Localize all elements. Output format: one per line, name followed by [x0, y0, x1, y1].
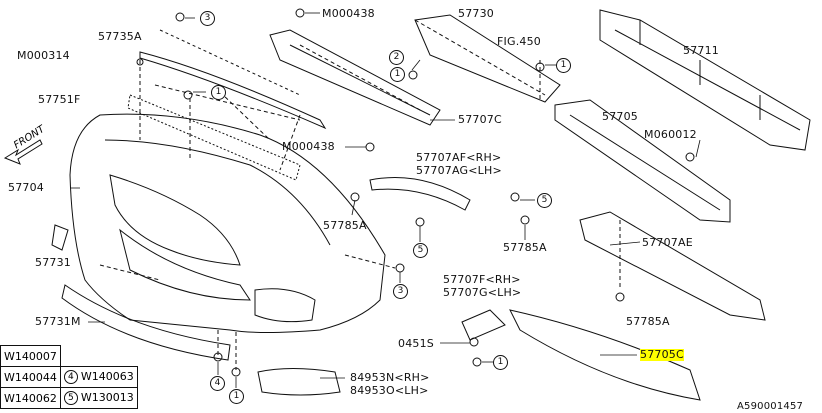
legend-row: W140007	[0, 345, 138, 367]
bumper-cover-outline	[69, 113, 386, 333]
fog-cover-84953	[257, 368, 341, 396]
legend-cell: W140007	[0, 345, 61, 367]
callout-1: 1	[493, 355, 508, 370]
label-57735A: 57735A	[98, 30, 142, 43]
reinforcement-57711	[599, 9, 811, 151]
strip-57751F	[127, 94, 301, 181]
upper-grille-opening	[109, 174, 241, 266]
label-57707AE: 57707AE	[642, 236, 693, 249]
small-bracket	[461, 309, 506, 341]
legend-code: W140044	[4, 370, 57, 384]
label-57785A-left: 57785A	[323, 219, 367, 232]
label-57707C: 57707C	[458, 113, 502, 126]
legend-code: W140063	[80, 370, 134, 383]
legend-number: 4	[63, 370, 78, 384]
legend-code: W140007	[4, 349, 57, 363]
fasteners	[136, 8, 695, 377]
legend-cell: W140062	[0, 387, 61, 409]
label-84953N: 84953N<RH>	[350, 371, 430, 384]
under-cover-57705C	[509, 309, 701, 401]
legend-code: W130013	[80, 391, 134, 404]
callout-3: 3	[200, 11, 215, 26]
callout-4: 4	[210, 376, 225, 391]
callout-1: 1	[390, 67, 405, 82]
callout-2: 2	[389, 50, 404, 65]
label-57785A-lower: 57785A	[626, 315, 670, 328]
upper-molding	[139, 51, 327, 130]
label-57751F: 57751F	[38, 93, 81, 106]
label-diagram-id: A590001457	[737, 401, 804, 412]
label-57731M: 57731M	[35, 315, 81, 328]
label-57730: 57730	[458, 7, 494, 20]
side-bracket	[369, 177, 471, 211]
legend-cell: W140044	[0, 366, 61, 388]
upper-bracket-57707C	[269, 29, 441, 126]
label-57707AG: 57707AG<LH>	[416, 164, 502, 177]
label-fig450: FIG.450	[497, 35, 541, 48]
callout-3: 3	[393, 284, 408, 299]
lower-bracket-57707AE	[579, 211, 766, 321]
label-57711: 57711	[683, 44, 719, 57]
legend-code: W140062	[4, 391, 57, 405]
label-57705: 57705	[602, 110, 638, 123]
absorber-57705	[554, 99, 731, 223]
front-arrow	[3, 139, 43, 165]
legend-number: 5	[63, 391, 78, 405]
callout-1: 1	[229, 389, 244, 404]
callout-5: 5	[413, 243, 428, 258]
label-57705C-highlighted: 57705C	[640, 348, 684, 361]
label-M000314: M000314	[17, 49, 70, 62]
label-84953O: 84953O<LH>	[350, 384, 429, 397]
label-57707F: 57707F<RH>	[443, 273, 521, 286]
label-M000438-top: M000438	[322, 7, 375, 20]
callout-5: 5	[537, 193, 552, 208]
label-57707G: 57707G<LH>	[443, 286, 522, 299]
callout-1: 1	[211, 85, 226, 100]
lower-grille-57731M	[61, 284, 231, 361]
cover-57730	[414, 14, 561, 103]
label-57704: 57704	[8, 181, 44, 194]
fog-lamp-opening	[254, 288, 316, 323]
label-57731: 57731	[35, 256, 71, 269]
side-piece-57731	[51, 224, 69, 251]
label-57785A-right: 57785A	[503, 241, 547, 254]
label-57707AF: 57707AF<RH>	[416, 151, 502, 164]
label-M000438: M000438	[282, 140, 335, 153]
label-0451S: 0451S	[398, 337, 434, 350]
label-M060012: M060012	[644, 128, 697, 141]
callout-1: 1	[556, 58, 571, 73]
